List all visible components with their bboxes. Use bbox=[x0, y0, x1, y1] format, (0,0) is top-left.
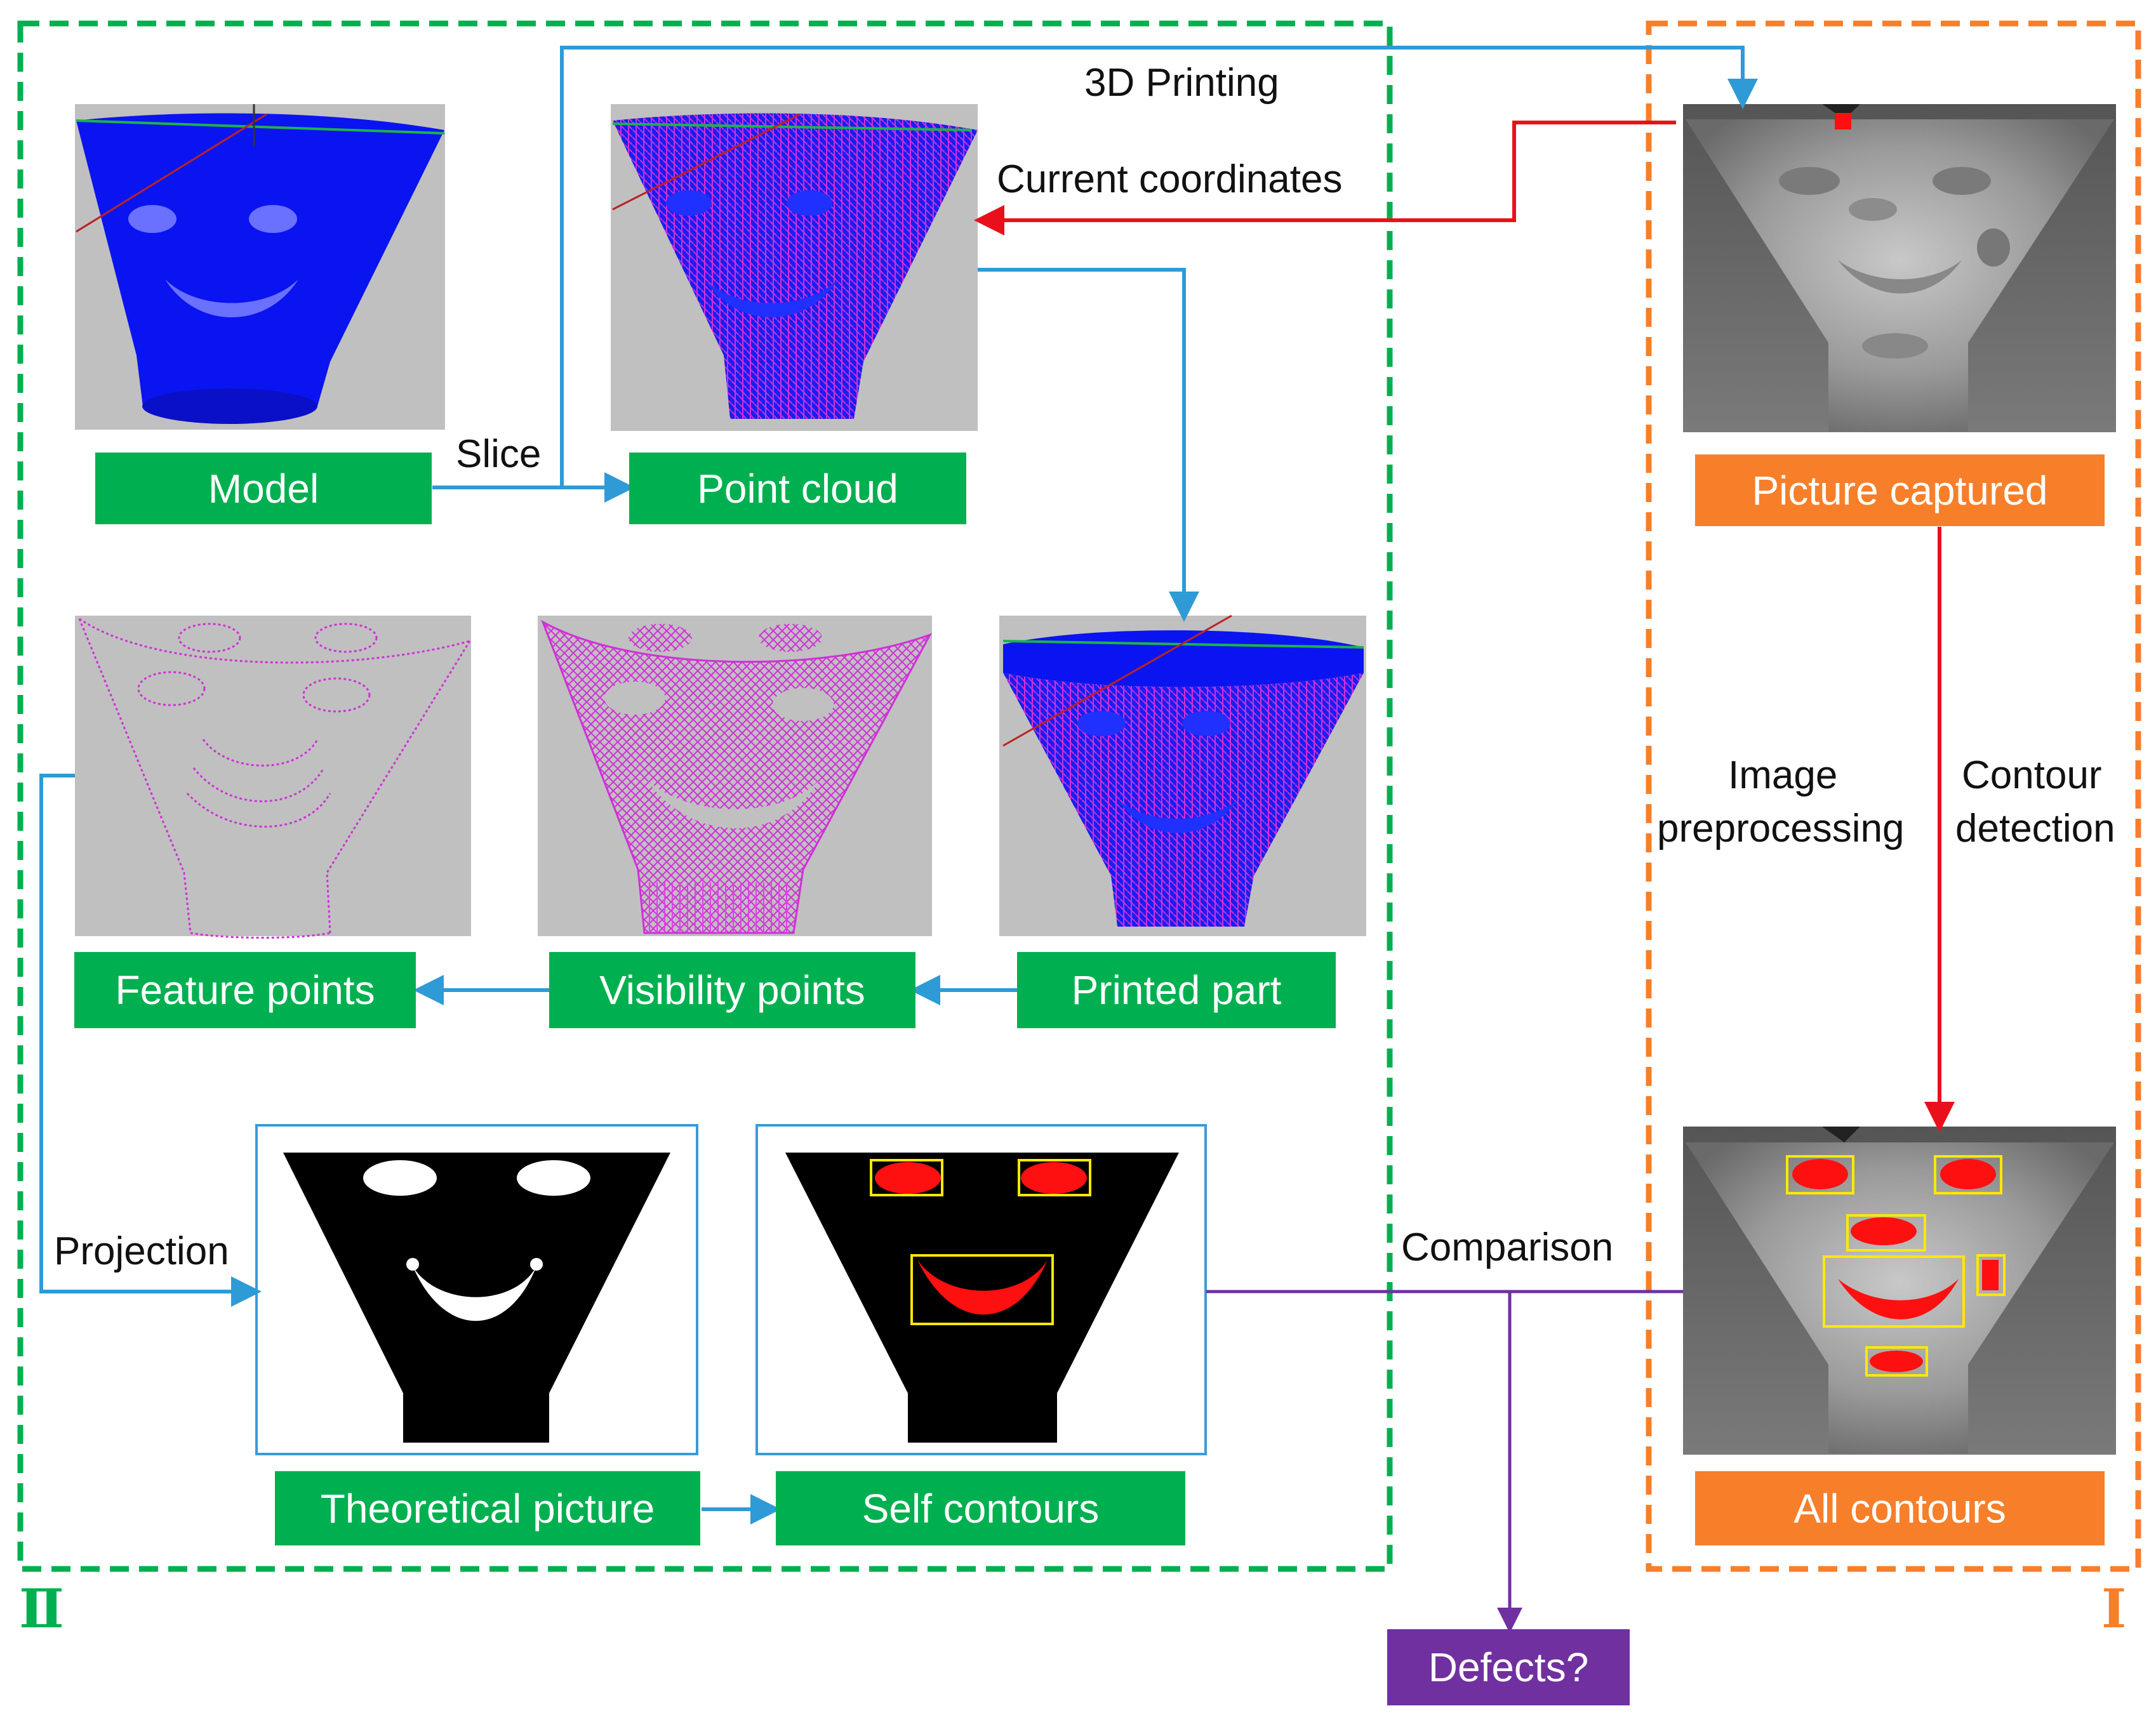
region-1-frame bbox=[1646, 20, 2141, 1572]
visibility-points-render bbox=[538, 616, 933, 936]
printed-part-render bbox=[999, 614, 1366, 936]
visibility-points-box: Visibility points bbox=[549, 952, 915, 1028]
printing-label: 3D Printing bbox=[1084, 61, 1279, 105]
region-1-label: Ⅰ bbox=[2101, 1577, 2127, 1640]
printing-arrow bbox=[560, 46, 1758, 487]
region-2-label: Ⅱ bbox=[19, 1577, 64, 1640]
theoretical-picture-box: Theoretical picture bbox=[275, 1471, 700, 1545]
all-contours-box: All contours bbox=[1695, 1471, 2105, 1545]
comparison-label: Comparison bbox=[1401, 1226, 1614, 1269]
projection-arrow bbox=[39, 774, 262, 1307]
contour-detection-label-line1: Contour bbox=[1962, 753, 2102, 797]
current-coordinates-label: Current coordinates bbox=[997, 157, 1343, 201]
captured-photo-render bbox=[1683, 104, 2116, 432]
point-cloud-to-printed-arrow bbox=[978, 268, 1199, 622]
point-cloud-box: Point cloud bbox=[629, 453, 966, 524]
region-2-frame bbox=[17, 20, 1393, 1572]
feature-points-render bbox=[75, 616, 471, 939]
self-contours-box: Self contours bbox=[776, 1471, 1185, 1545]
printed-part-box: Printed part bbox=[1017, 952, 1336, 1028]
model-box: Model bbox=[95, 453, 432, 524]
point-cloud-render bbox=[611, 104, 978, 431]
model-render bbox=[75, 104, 445, 430]
feature-points-box: Feature points bbox=[74, 952, 416, 1028]
contour-detection-label-line2: detection bbox=[1955, 807, 2115, 850]
current-coordinates-arrow bbox=[974, 121, 1676, 235]
slice-label: Slice bbox=[456, 432, 542, 476]
image-preprocessing-label-line1: Image bbox=[1728, 753, 1838, 797]
defects-box: Defects? bbox=[1387, 1629, 1630, 1705]
theoretical-picture-render bbox=[255, 1124, 698, 1455]
image-preprocessing-label-line2: preprocessing bbox=[1657, 807, 1905, 850]
projection-label: Projection bbox=[54, 1229, 229, 1273]
self-contours-render bbox=[755, 1124, 1207, 1455]
all-contours-photo-render bbox=[1683, 1127, 2116, 1455]
picture-captured-box: Picture captured bbox=[1695, 454, 2105, 526]
